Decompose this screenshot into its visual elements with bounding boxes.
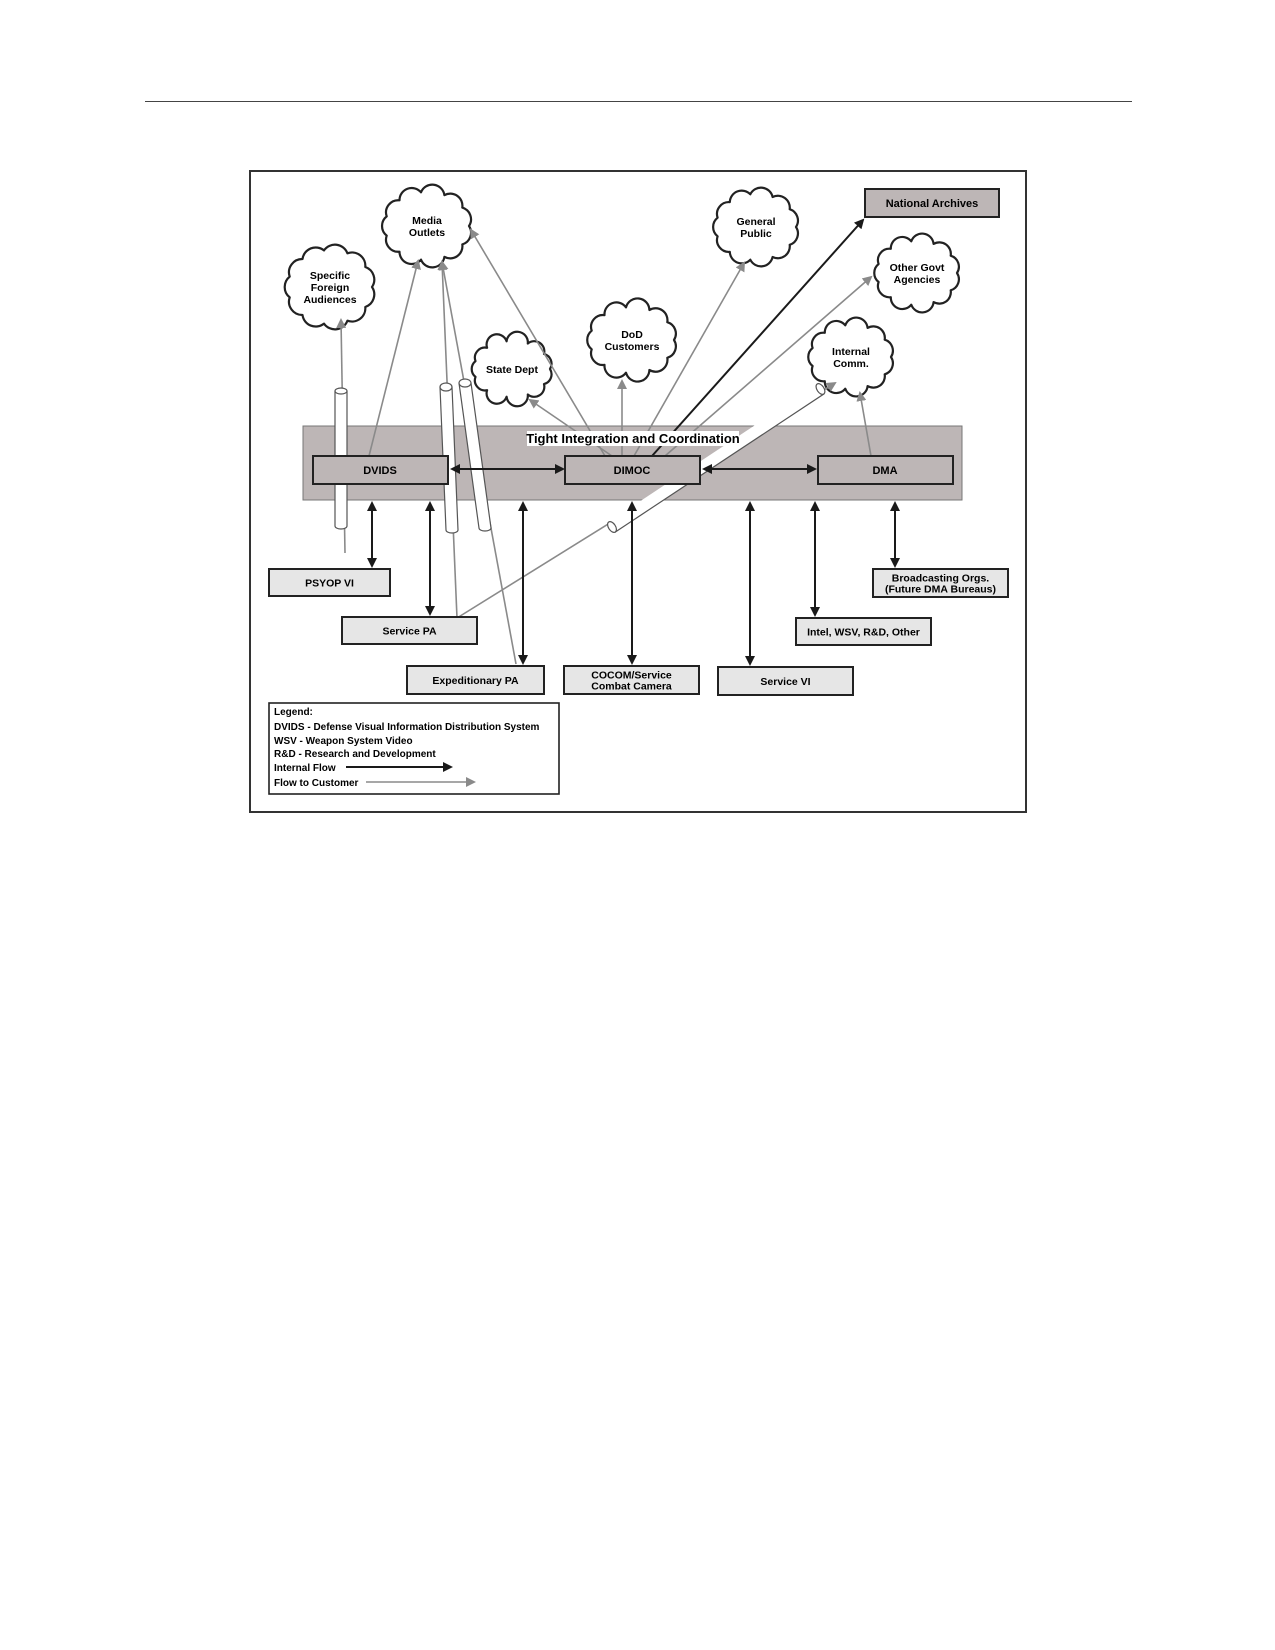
pipe-layer	[334, 378, 826, 534]
legend-internal-flow-label: Internal Flow	[274, 763, 336, 774]
dod-customers-label-line-2: Customers	[605, 341, 660, 353]
national-archives-label: National Archives	[886, 198, 979, 210]
cocom-combat-camera-label-line-1: COCOM/Service	[591, 670, 672, 682]
internal-comm-label-line-1: Internal	[832, 346, 870, 358]
dimoc-to-general-public-arrow	[633, 261, 745, 457]
hub-dma: DMA	[817, 455, 954, 485]
expeditionary-pa-label-line-1: Expeditionary PA	[432, 675, 519, 687]
specific-foreign-audiences-label-line-3: Audiences	[303, 294, 356, 306]
other-govt-agencies-label-line-2: Agencies	[894, 274, 941, 286]
specific-foreign-audiences-label-line-1: Specific	[310, 270, 350, 282]
internal-comm-pipe	[606, 383, 826, 533]
dimoc-to-state-dept-arrow	[528, 398, 613, 457]
intel-wsv-label-line-1: Intel, WSV, R&D, Other	[807, 627, 920, 639]
hub-dimoc: DIMOC	[564, 455, 701, 485]
other-govt-agencies-label-line-1: Other Govt	[890, 262, 945, 274]
hub-dimoc-label: DIMOC	[614, 465, 651, 477]
cloud-layer: SpecificForeignAudiencesMediaOutletsStat…	[283, 183, 960, 408]
media-outlets-label-line-2: Outlets	[409, 227, 445, 239]
page-top-rule	[145, 101, 1132, 102]
broadcasting-orgs-box: Broadcasting Orgs.(Future DMA Bureaus)	[872, 568, 1009, 598]
intel-wsv-box: Intel, WSV, R&D, Other	[795, 617, 932, 646]
integration-band-title: Tight Integration and Coordination	[526, 431, 740, 446]
expeditionary-pa-box: Expeditionary PA	[406, 665, 545, 695]
national-archives-box: National Archives	[864, 188, 1000, 218]
hub-dvids-label: DVIDS	[363, 465, 397, 477]
dimoc-to-media-outlets-arrow	[469, 228, 606, 457]
dma-to-internal-comm-arrow	[856, 391, 872, 457]
legend-customer-flow-label: Flow to Customer	[274, 778, 359, 789]
service-pa-pipe-b	[458, 378, 492, 532]
integration-band-title-group: Tight Integration and Coordination	[526, 431, 740, 446]
service-pa-box: Service PA	[341, 616, 478, 645]
dimoc-to-national-archives-arrow	[651, 218, 865, 457]
hub-dvids: DVIDS	[312, 455, 449, 485]
media-outlets-label-line-1: Media	[412, 215, 442, 227]
dimoc-to-other-govt-agencies-arrow	[664, 275, 873, 457]
legend-title: Legend:	[274, 707, 313, 718]
hub-dma-label: DMA	[872, 465, 897, 477]
legend: Legend: DVIDS - Defense Visual Informati…	[268, 702, 560, 795]
psyop-vi-box: PSYOP VI	[268, 568, 391, 597]
dod-customers-label-line-1: DoD	[621, 329, 643, 341]
broadcasting-orgs-label-line-1: Broadcasting Orgs.	[892, 573, 990, 585]
service-vi-label-line-1: Service VI	[760, 676, 810, 688]
general-public-label-line-2: Public	[740, 228, 772, 240]
specific-foreign-audiences-label-line-2: Foreign	[311, 282, 350, 294]
legend-entry-dvids: DVIDS - Defense Visual Information Distr…	[274, 722, 540, 733]
service-vi-box: Service VI	[717, 666, 854, 696]
internal-flow-arrows	[367, 218, 900, 666]
cocom-combat-camera-label-line-2: Combat Camera	[591, 681, 672, 693]
state-dept-cloud: State Dept	[470, 330, 553, 408]
broadcasting-orgs-label-line-2: (Future DMA Bureaus)	[885, 584, 996, 596]
general-public-label-line-1: General	[736, 216, 775, 228]
service-pa-label-line-1: Service PA	[382, 626, 437, 638]
legend-entry-rd: R&D - Research and Development	[274, 749, 436, 760]
legend-entry-wsv: WSV - Weapon System Video	[274, 736, 413, 747]
dvids-to-media-outlets-arrow	[368, 259, 421, 457]
internal-comm-label-line-2: Comm.	[833, 358, 869, 370]
source-layer: PSYOP VI Service PA Expeditionary PA COCOM/…	[268, 568, 1009, 696]
psyop-vi-label-line-1: PSYOP VI	[305, 578, 354, 590]
state-dept-label-line-1: State Dept	[486, 364, 538, 376]
